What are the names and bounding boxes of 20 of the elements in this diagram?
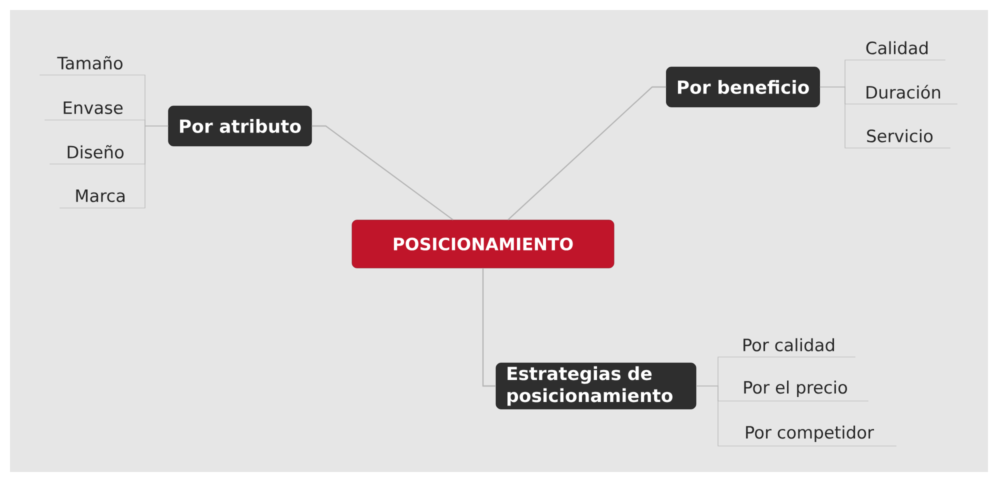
subtopic-label: Por el precio	[744, 380, 847, 398]
subtopic-label: Por competidor	[746, 426, 874, 442]
connector-line	[508, 86, 666, 220]
subtopic-label: Servicio	[867, 129, 933, 142]
subtopic-label: Marca	[76, 190, 125, 202]
subtopic-label: Diseño	[68, 145, 124, 159]
subtopic-label: Tamaño	[57, 56, 122, 70]
branch-box: Por atributo	[168, 106, 312, 146]
central-topic-box: POSICIONAMIENTO	[352, 220, 614, 268]
branch-box: Estrategias de posicionamiento	[496, 362, 696, 410]
subtopic-label: Envase	[64, 102, 123, 114]
connector-line	[59, 126, 169, 208]
subtopic-label: Duración	[866, 84, 940, 99]
connector-line	[482, 268, 496, 387]
connector-line	[312, 125, 454, 220]
connector-line	[820, 86, 951, 148]
branch-box: Por beneficio	[666, 66, 820, 108]
connector-line	[696, 386, 897, 446]
subtopic-label: Calidad	[866, 41, 928, 54]
subtopic-label: Por calidad	[744, 338, 834, 352]
